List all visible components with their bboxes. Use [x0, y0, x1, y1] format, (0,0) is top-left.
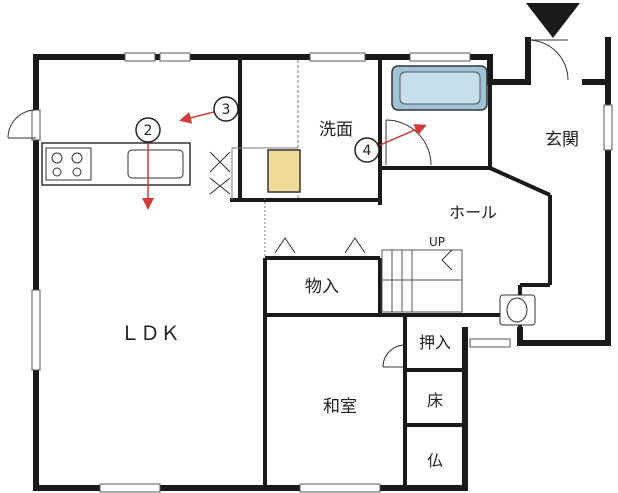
exterior-walls — [33, 37, 611, 491]
stove-icon — [51, 152, 83, 177]
room-label-oshiire: 押入 — [419, 333, 451, 352]
stairs-up-label: UP — [429, 235, 445, 249]
marker-3: 3 — [179, 96, 239, 124]
room-label-washroom: 洗面 — [319, 120, 353, 140]
room-label-butsuma: 仏 — [427, 451, 443, 470]
marker-2: 2 — [135, 117, 161, 210]
toilet-icon — [499, 294, 536, 326]
bathtub-inner — [399, 71, 481, 105]
marker-2-number: 2 — [144, 123, 153, 139]
vanity — [267, 149, 301, 193]
room-label-washitsu: 和室 — [323, 397, 357, 417]
north-arrow-icon — [526, 3, 580, 38]
windows — [31, 52, 613, 493]
kitchen-counter — [41, 142, 191, 186]
marker-3-number: 3 — [222, 102, 231, 118]
sink-icon — [127, 149, 184, 179]
room-label-entrance: 玄関 — [545, 130, 579, 150]
room-label-storage: 物入 — [305, 277, 339, 297]
marker-4: 4 — [354, 124, 427, 163]
doors — [7, 39, 569, 368]
room-label-ldk: ＬＤＫ — [120, 321, 180, 345]
room-label-tokonoma: 床 — [427, 391, 443, 410]
room-label-hall: ホール — [449, 203, 497, 222]
interior-walls — [230, 60, 552, 488]
marker-4-number: 4 — [363, 143, 372, 159]
stairs — [381, 249, 463, 313]
